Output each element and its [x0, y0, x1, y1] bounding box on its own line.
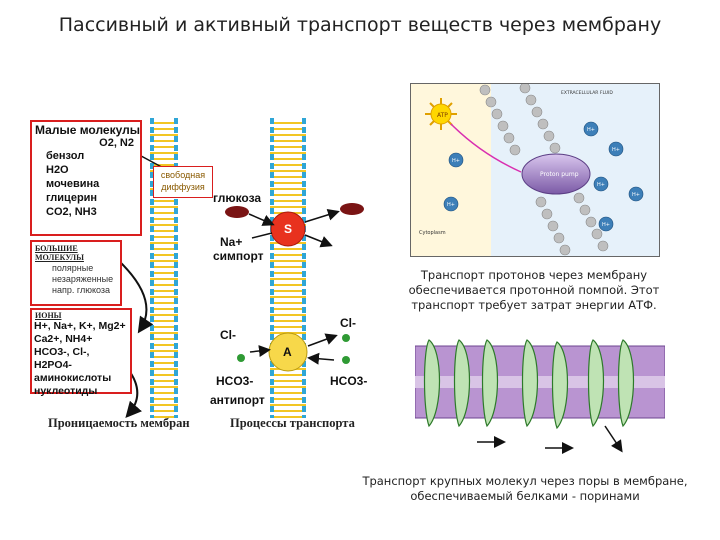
antiport-hco3-right: HCO3- — [330, 374, 368, 388]
list-item: бензол — [46, 150, 85, 162]
proton-pump-svg: H+ H+ H+ H+ H+ H+ H+ EXTRACELLULAR FLUID… — [411, 84, 659, 256]
symport-carrier-label: S — [284, 222, 293, 236]
h-ion: H+ — [452, 158, 460, 164]
list-item: нуклеотиды — [34, 385, 98, 397]
slide-title: Пассивный и активный транспорт веществ ч… — [58, 14, 662, 36]
list-item: незаряженные — [52, 274, 114, 284]
antiport-cl-out: Cl- — [340, 316, 356, 330]
list-item: Ca2+, NH4+ — [34, 333, 93, 345]
pump-label: Proton pump — [540, 171, 579, 178]
h-ion: H+ — [597, 182, 605, 188]
h-ion: H+ — [447, 202, 455, 208]
porin-caption: Транспорт крупных молекул через поры в м… — [362, 474, 688, 503]
list-item: полярные — [52, 263, 94, 273]
h-ion: H+ — [587, 127, 595, 133]
caption-transport: Процессы транспорта — [230, 416, 355, 430]
ions-list: H+, Na+, K+, Mg2+ Ca2+, NH4+ HCO3-, Cl-,… — [34, 320, 130, 398]
list-item: аминокислоты — [34, 372, 112, 384]
large-molecules-list: полярные незаряженные напр. глюкоза — [52, 263, 120, 296]
free-diffusion-label: свободная диффузия — [160, 170, 206, 192]
list-item: напр. глюкоза — [52, 285, 111, 295]
antiport-cl-in: Cl- — [220, 328, 236, 342]
porin-figure — [415, 330, 665, 460]
symport-label: симпорт — [213, 249, 264, 263]
proton-pump-figure: H+ H+ H+ H+ H+ H+ H+ EXTRACELLULAR FLUID… — [410, 83, 660, 257]
proton-pump-caption: Транспорт протонов через мембрану обеспе… — [408, 268, 660, 312]
extracellular-label: EXTRACELLULAR FLUID — [561, 90, 613, 96]
small-molecules-list: бензол H2O мочевина глицерин CO2, NH3 — [46, 149, 140, 219]
list-item: HCO3-, Cl-, H2PO4- — [34, 346, 90, 371]
gases-label: O2, N2 — [99, 137, 134, 149]
antiport-carrier-label: A — [283, 345, 292, 359]
h-ion: H+ — [632, 192, 640, 198]
symport-ion-label: Na+ — [220, 235, 243, 249]
caption-permeability: Проницаемость мембран — [48, 416, 190, 430]
large-molecules-box: БОЛЬШИЕ МОЛЕКУЛЫ полярные незаряженные н… — [30, 240, 122, 306]
ions-box: ИОНЫ H+, Na+, K+, Mg2+ Ca2+, NH4+ HCO3-,… — [30, 308, 132, 397]
ions-heading: ИОНЫ — [35, 311, 62, 320]
large-molecules-heading: БОЛЬШИЕ МОЛЕКУЛЫ — [35, 244, 84, 262]
porin-svg — [415, 339, 665, 454]
glucose-label: глюкоза — [213, 191, 262, 205]
cytoplasm-label: Cytoplasm — [419, 230, 446, 236]
h-ion: H+ — [602, 222, 610, 228]
small-molecules-heading: Малые молекулы — [35, 123, 140, 137]
small-molecules-box: Малые молекулы O2, N2 бензол H2O мочевин… — [30, 120, 142, 236]
antiport-label: антипорт — [210, 393, 265, 407]
atp-label: ATP — [437, 112, 448, 119]
list-item: мочевина — [46, 178, 100, 190]
free-diffusion-box: свободная диффузия — [153, 166, 213, 198]
list-item: H2O — [46, 164, 69, 176]
list-item: глицерин — [46, 192, 98, 204]
antiport-hco3-left: HCO3- — [216, 374, 254, 388]
list-item: H+, Na+, K+, Mg2+ — [34, 320, 126, 332]
h-ion: H+ — [612, 147, 620, 153]
list-item: CO2, NH3 — [46, 206, 97, 218]
